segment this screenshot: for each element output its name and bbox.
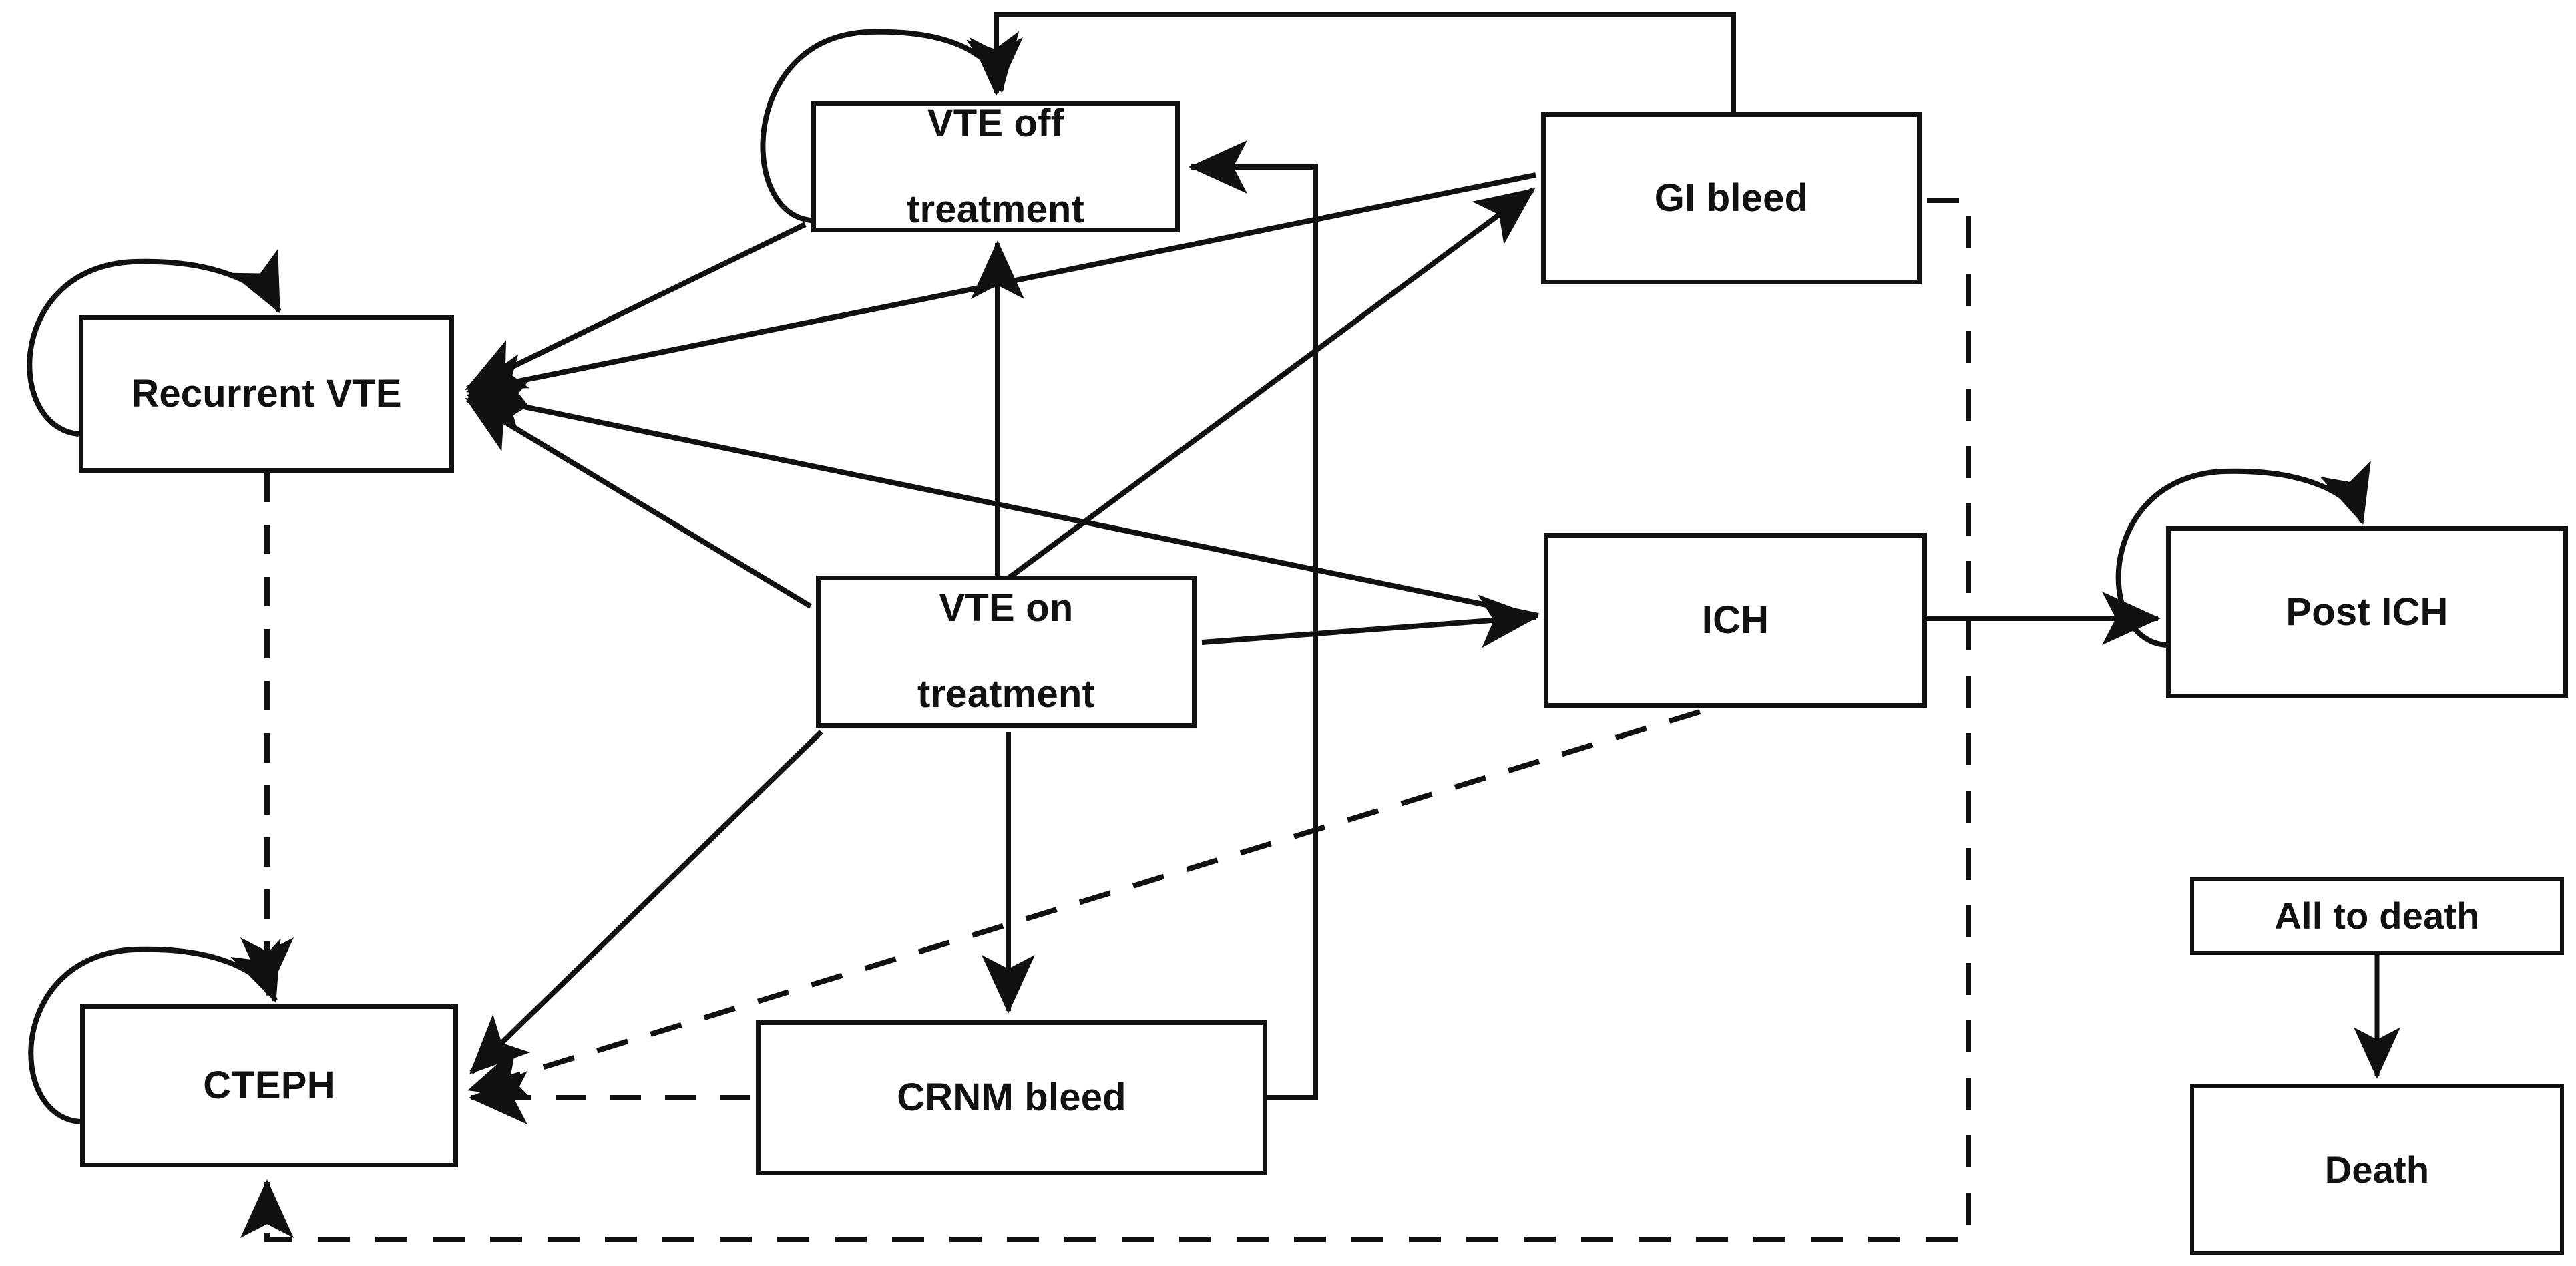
edge-self-loop-recurrent-vte <box>27 248 282 437</box>
node-label-crnm-bleed: CRNM bleed <box>897 1075 1126 1119</box>
edge-gi-bleed-to-vte-off <box>970 12 1736 112</box>
edge-ich-to-cteph <box>467 709 1701 1099</box>
edge-ich-to-recurrent-vte <box>466 380 1539 618</box>
node-crnm-bleed[interactable]: CRNM bleed <box>756 1020 1267 1175</box>
node-label-vte-on-line2: treatment <box>917 672 1096 716</box>
node-label-post-ich: Post ICH <box>2286 590 2448 634</box>
node-vte-off-treatment[interactable]: VTE off treatment <box>811 101 1180 232</box>
node-label-all-to-death: All to death <box>2274 894 2480 937</box>
node-all-to-death[interactable]: All to death <box>2190 877 2564 955</box>
edge-vte-on-to-gi-bleed <box>1006 187 1536 581</box>
node-cteph[interactable]: CTEPH <box>80 1004 458 1167</box>
node-vte-on-treatment[interactable]: VTE on treatment <box>816 576 1197 728</box>
edge-vte-on-to-ich <box>1201 594 1538 648</box>
edge-vte-on-to-cteph <box>469 730 823 1074</box>
node-recurrent-vte[interactable]: Recurrent VTE <box>79 315 454 473</box>
node-label-vte-off-line2: treatment <box>906 188 1085 232</box>
node-label-recurrent-vte: Recurrent VTE <box>131 371 402 415</box>
node-label-gi-bleed: GI bleed <box>1654 176 1809 220</box>
node-label-ich: ICH <box>1701 598 1769 642</box>
node-label-vte-on-line1: VTE on <box>939 586 1074 630</box>
node-label-death: Death <box>2324 1148 2430 1191</box>
node-ich[interactable]: ICH <box>1544 533 1927 708</box>
node-gi-bleed[interactable]: GI bleed <box>1541 112 1922 284</box>
node-post-ich[interactable]: Post ICH <box>2166 526 2568 698</box>
node-death[interactable]: Death <box>2190 1084 2564 1255</box>
edge-gi-bleed-to-cteph <box>240 198 1971 1242</box>
edge-vte-off-to-recurrent-vte <box>465 222 807 391</box>
edge-crnm-bleed-to-vte-off <box>1189 140 1318 1100</box>
node-label-vte-off-line1: VTE off <box>927 101 1064 145</box>
edge-vte-on-to-recurrent-vte <box>465 397 813 609</box>
node-label-cteph: CTEPH <box>203 1063 335 1107</box>
